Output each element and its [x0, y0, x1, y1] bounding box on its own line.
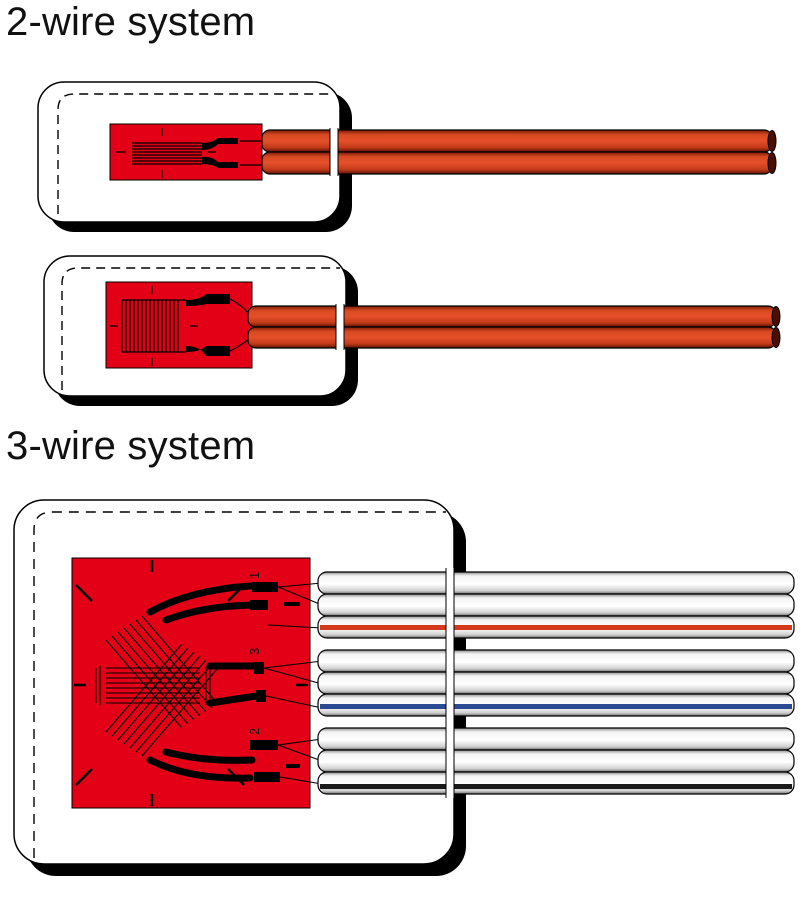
two-wire-cable-b — [247, 304, 781, 350]
carrier-dashed-outline — [61, 267, 340, 390]
terminal-label-3: 3 — [247, 648, 262, 655]
solder-tab-bottom — [186, 346, 230, 356]
black-stripe — [320, 784, 792, 789]
two-wire-title: 2-wire system — [6, 0, 256, 44]
blue-stripe — [320, 704, 792, 709]
red-stripe — [320, 625, 792, 630]
two-wire-cable-a — [261, 128, 777, 176]
lead-wires — [263, 582, 323, 785]
solder-tab-top — [186, 294, 230, 306]
solder-tab-bottom — [202, 156, 238, 168]
gauge-foil — [105, 281, 253, 369]
carrier-dashed-outline — [33, 511, 446, 858]
rosette-leads — [146, 582, 260, 782]
terminal-label-1: 1 — [247, 572, 262, 579]
terminal-label-2: 2 — [247, 728, 262, 735]
three-wire-cable-bundle — [317, 568, 795, 798]
solder-tab-top — [202, 138, 238, 150]
grid-lines — [121, 299, 186, 353]
rosette-grids — [105, 615, 219, 757]
three-wire-gauge: 1 3 2 — [13, 499, 795, 876]
grid-lines — [132, 142, 202, 165]
solder-pads — [250, 582, 280, 782]
three-wire-title: 3-wire system — [6, 424, 256, 468]
two-wire-gauge-b — [43, 255, 781, 406]
two-wire-gauge-a — [37, 81, 777, 232]
